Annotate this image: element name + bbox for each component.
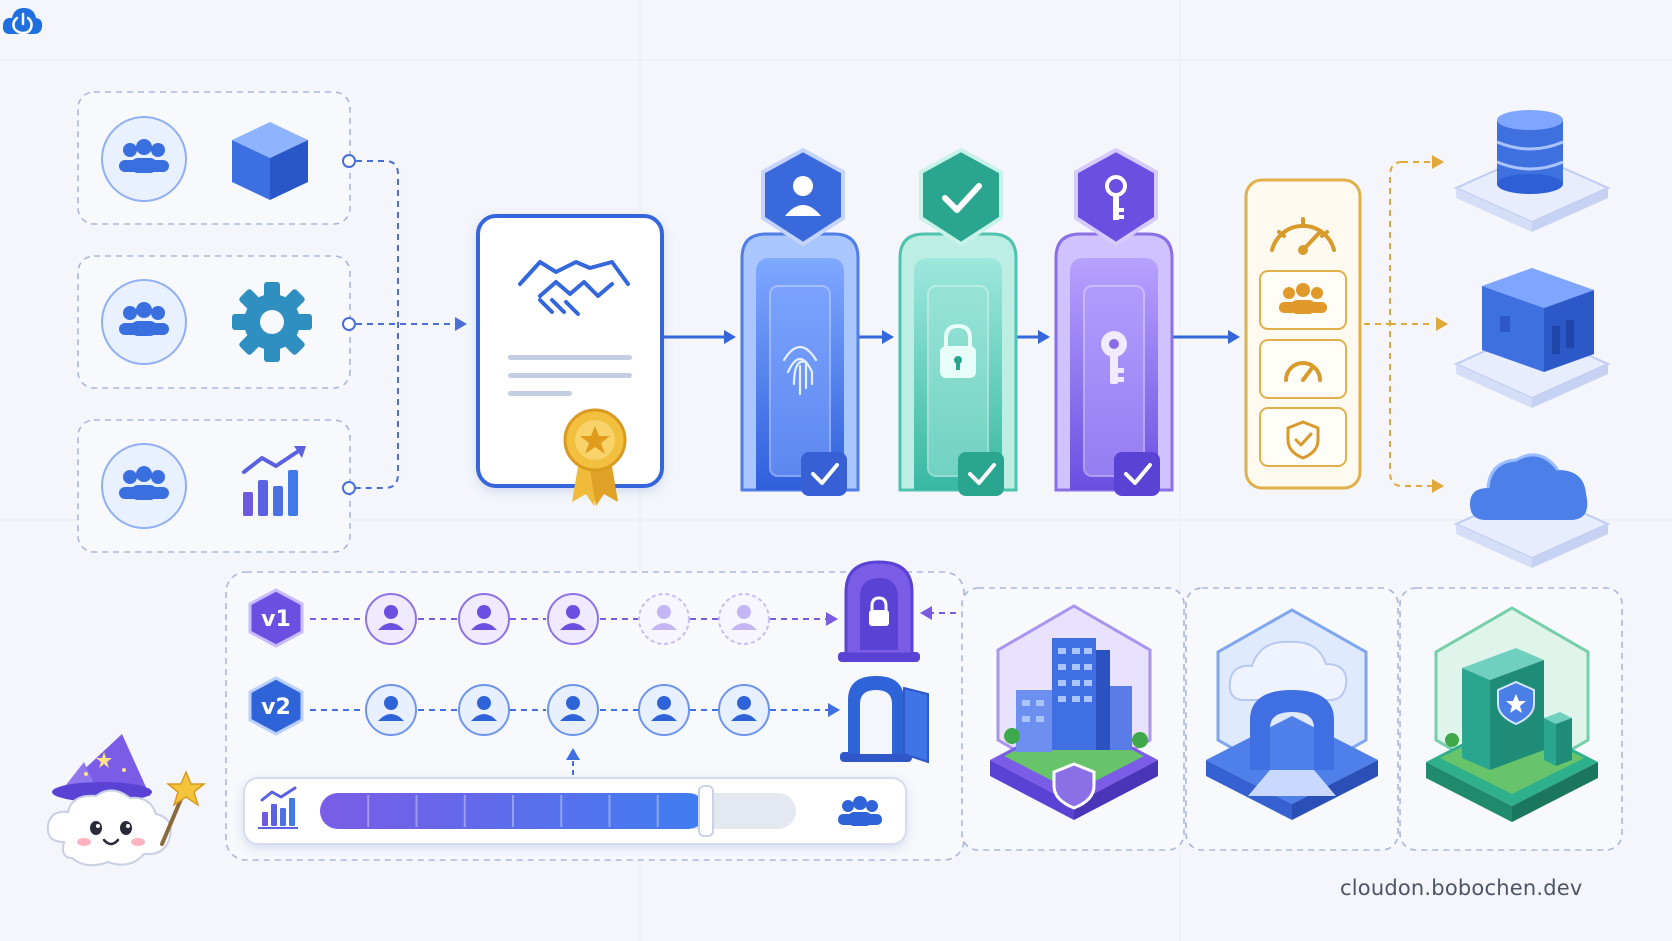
people-icon [838, 796, 882, 826]
user-shield-icon [761, 147, 845, 247]
people-icon [119, 139, 169, 173]
check-shield-icon [919, 147, 1003, 247]
target-server [1453, 268, 1611, 408]
padlock-icon [940, 323, 976, 378]
key-icon [1101, 331, 1127, 384]
merge-connectors [356, 160, 455, 489]
fan-out-arrowheads [1432, 155, 1448, 493]
v1-lane: v1 [248, 560, 920, 662]
env-gateway [1206, 608, 1378, 820]
bar-chart-icon [242, 446, 306, 516]
power-cloud-icon[interactable] [0, 0, 44, 44]
user-node [458, 593, 510, 645]
gauge-icon [1284, 361, 1322, 382]
target-database [1453, 110, 1611, 232]
people-icon [119, 302, 169, 336]
source-group-1 [77, 91, 356, 225]
server-block-icon [1482, 268, 1594, 372]
v1-label: v1 [261, 607, 291, 632]
handshake-icon [518, 260, 630, 316]
people-icon [1279, 283, 1327, 314]
cube-icon [232, 122, 308, 200]
user-node [458, 684, 510, 736]
feedback-arrow [920, 606, 956, 620]
user-node-faded [718, 593, 770, 645]
rollout-slider-handle[interactable] [698, 785, 714, 837]
award-ribbon-icon [563, 408, 627, 506]
user-node [365, 684, 417, 736]
bar-chart-icon [258, 786, 298, 829]
shield-check-icon [1286, 420, 1320, 460]
env-city [990, 604, 1158, 820]
env-container [1426, 606, 1598, 822]
user-node [718, 684, 770, 736]
fingerprint-icon [782, 345, 818, 396]
target-cloud [1453, 453, 1611, 568]
rollout-segment-ticks [367, 795, 659, 827]
user-node [547, 593, 599, 645]
cloud-icon [1470, 453, 1588, 520]
user-node [365, 593, 417, 645]
rollout-progress-fill [320, 793, 706, 829]
arrow-head [455, 317, 467, 331]
v2-label: v2 [261, 695, 291, 720]
user-node [638, 684, 690, 736]
user-node [547, 684, 599, 736]
cloud-gateway-icon [1228, 640, 1348, 796]
container-shield-icon [1462, 648, 1572, 770]
gate-identity [740, 147, 860, 496]
gear-icon [232, 282, 312, 362]
user-node-faded [638, 593, 690, 645]
source-group-2 [77, 255, 356, 389]
people-icon [119, 466, 169, 500]
open-door-icon [840, 676, 929, 764]
gate-authorization [1054, 147, 1174, 496]
footer-site-label[interactable]: cloudon.bobochen.dev [1340, 876, 1583, 900]
gate-verification [898, 147, 1018, 496]
wizard-cloud-mascot [46, 734, 207, 867]
v2-lane: v2 [248, 676, 929, 764]
contract-text-lines [508, 355, 632, 396]
fan-out-connectors [1364, 161, 1434, 487]
monitoring-panel [1244, 178, 1362, 490]
city-building-icon [1016, 638, 1132, 752]
locked-door-icon [838, 560, 920, 662]
source-group-3 [77, 419, 356, 553]
rollout-slider-panel [243, 777, 907, 845]
database-icon [1496, 110, 1564, 194]
